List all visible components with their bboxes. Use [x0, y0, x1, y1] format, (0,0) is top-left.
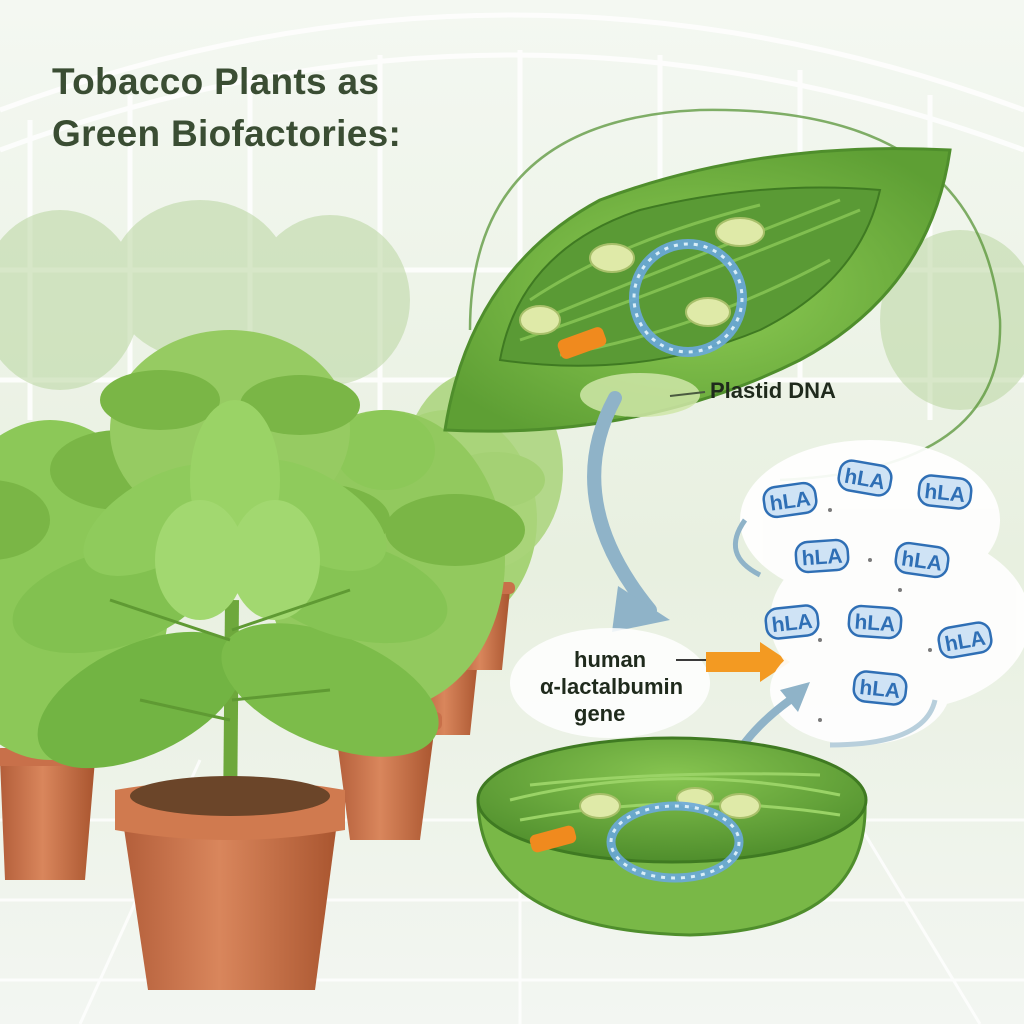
plasmid-ring-top-inner	[632, 242, 744, 354]
hla-protein: hLA	[894, 541, 950, 579]
hla-protein-shape	[837, 459, 893, 497]
gene-label-line-3: gene	[574, 701, 626, 726]
hla-protein-label: hLA	[923, 480, 966, 507]
gene-insert-bottom	[529, 825, 577, 853]
cup-chloroplast	[476, 736, 868, 937]
background-trees	[0, 200, 1024, 410]
hla-protein: hLA	[917, 474, 973, 510]
transform-arrow-head	[612, 586, 670, 632]
expression-arrow-head	[780, 682, 810, 712]
hla-protein-shape	[917, 474, 973, 510]
hla-protein-shape	[937, 621, 993, 659]
gene-label-bubble	[510, 628, 710, 738]
starch-granules-bottom	[579, 787, 761, 819]
hla-protein-shape	[762, 481, 818, 519]
title-line-1: Tobacco Plants as	[52, 61, 380, 102]
transform-arrow	[587, 391, 657, 617]
hla-protein: hLA	[847, 604, 903, 640]
plastid-dna-label: Plastid DNA	[710, 378, 836, 403]
page-title: Tobacco Plants as Green Biofactories:	[52, 56, 401, 160]
hla-protein-shape	[852, 670, 908, 706]
gene-label: human α-lactalbumin gene	[540, 646, 690, 727]
protein-cloud-dots	[818, 508, 932, 722]
protein-layer: hLA hLA hLA hLA hLA hLA hLA hLA hLA	[762, 459, 993, 706]
hla-protein: hLA	[794, 538, 850, 574]
hla-protein: hLA	[852, 670, 908, 706]
hla-protein-shape	[894, 541, 950, 579]
hla-protein-shape	[794, 538, 850, 574]
starch-granules-top	[519, 217, 765, 335]
tobacco-plant	[12, 400, 448, 821]
hla-protein: hLA	[937, 621, 993, 659]
gene-arrow	[706, 642, 790, 682]
gene-label-line-2: α-lactalbumin	[540, 674, 684, 699]
cycle-arrow-left	[733, 518, 762, 578]
hla-protein-label: hLA	[801, 545, 843, 571]
hla-protein-label: hLA	[771, 610, 814, 637]
hla-protein-label: hLA	[858, 676, 901, 703]
hla-protein: hLA	[762, 481, 818, 519]
plasmid-ring-bottom-inner	[609, 804, 741, 880]
plastid-dna-pointer	[669, 391, 706, 397]
gene-insert-top	[557, 327, 607, 359]
hla-protein-shape	[847, 604, 903, 640]
foreground-pot	[115, 776, 345, 990]
hla-protein-shape	[764, 604, 820, 640]
hla-protein: hLA	[764, 604, 820, 640]
hla-protein-label: hLA	[854, 611, 896, 637]
leaf-chloroplast	[443, 147, 952, 433]
hla-protein-label: hLA	[768, 487, 812, 515]
hla-protein: hLA	[837, 459, 893, 497]
title-line-2: Green Biofactories:	[52, 113, 402, 154]
cycle-arrow-right	[829, 699, 938, 748]
hla-protein-label: hLA	[900, 547, 944, 575]
gene-label-line-1: human	[574, 647, 647, 672]
